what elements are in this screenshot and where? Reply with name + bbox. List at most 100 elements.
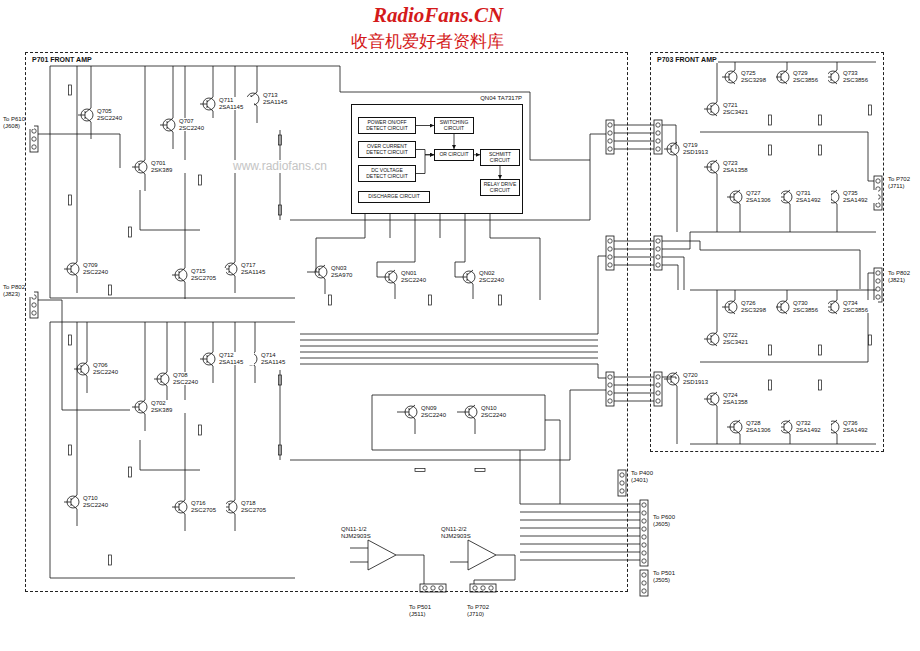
transistor-label: Q701 2SK389 bbox=[150, 160, 186, 173]
transistor-label: Q709 2SC2240 bbox=[82, 262, 118, 275]
wire bbox=[91, 66, 92, 108]
wire bbox=[300, 358, 598, 359]
transistor-label: Q707 2SC2240 bbox=[178, 118, 214, 131]
signal-arrow bbox=[416, 125, 434, 126]
transistor-symbol bbox=[722, 300, 737, 314]
wire bbox=[396, 555, 424, 584]
wire bbox=[662, 241, 860, 289]
resistor-symbol bbox=[769, 115, 772, 125]
wire bbox=[290, 134, 606, 220]
site-title: RadioFans.CN bbox=[372, 4, 504, 27]
transistor-label: QN09 2SC2240 bbox=[420, 405, 456, 418]
transistor-symbol bbox=[402, 405, 417, 419]
resistor-symbol bbox=[769, 145, 772, 155]
wire bbox=[662, 232, 690, 249]
wire bbox=[837, 204, 838, 232]
transistor-symbol bbox=[312, 265, 327, 279]
wire bbox=[614, 249, 654, 250]
transistor-symbol bbox=[462, 405, 477, 419]
wire bbox=[140, 440, 200, 470]
wire bbox=[490, 214, 491, 238]
resistor-symbol bbox=[109, 285, 112, 295]
wire bbox=[614, 149, 654, 150]
wire bbox=[300, 340, 598, 341]
transistor-symbol bbox=[200, 97, 215, 111]
wire bbox=[837, 62, 838, 70]
transistor-symbol bbox=[774, 300, 789, 314]
wire bbox=[700, 273, 874, 362]
transistor-label: Q710 2SC2240 bbox=[82, 495, 118, 508]
wire bbox=[415, 419, 416, 434]
transistor-symbol bbox=[727, 190, 742, 204]
connector-header bbox=[606, 236, 614, 270]
signal-arrow bbox=[454, 134, 455, 149]
transistor-label: QN01 2SC2240 bbox=[400, 270, 436, 283]
circuit-block: POWER ON/OFF DETECT CIRCUIT bbox=[358, 117, 416, 134]
resistor-symbol bbox=[129, 227, 132, 237]
transistor-symbol bbox=[727, 420, 742, 434]
wire bbox=[450, 562, 468, 563]
wire bbox=[87, 376, 88, 393]
transistor-label: Q733 2SC3856 bbox=[842, 70, 878, 83]
wire bbox=[690, 290, 876, 291]
wire bbox=[173, 132, 174, 149]
wire bbox=[290, 390, 606, 460]
transistor-symbol bbox=[78, 108, 93, 122]
transistor-label: Q728 2SA1306 bbox=[745, 420, 781, 433]
wire bbox=[280, 130, 281, 220]
transistor-label: Q717 2SA1145 bbox=[240, 262, 276, 275]
resistor-symbol bbox=[819, 145, 822, 155]
transistor-label: Q718 2SC2705 bbox=[240, 500, 276, 513]
connector-header bbox=[640, 500, 648, 566]
wire bbox=[50, 66, 51, 298]
transistor-symbol bbox=[704, 392, 719, 406]
wire bbox=[614, 141, 654, 142]
transistor-label: Q732 2SA1492 bbox=[795, 420, 831, 433]
block-label: DC VOLTAGE DETECT CIRCUIT bbox=[361, 168, 413, 179]
wire bbox=[614, 377, 654, 378]
circuit-block: DC VOLTAGE DETECT CIRCUIT bbox=[358, 165, 416, 182]
wire bbox=[50, 322, 295, 323]
board-region: P701 FRONT AMPQN04 TA7317PPOWER ON/OFF D… bbox=[25, 52, 628, 592]
wire bbox=[213, 366, 214, 383]
wire bbox=[77, 66, 78, 262]
resistor-symbol bbox=[819, 345, 822, 355]
wire bbox=[235, 322, 236, 500]
wire bbox=[690, 62, 876, 63]
circuit-frame bbox=[372, 395, 545, 450]
transistor-label: Q723 2SA1358 bbox=[722, 160, 758, 173]
transistor-label: Q735 2SA1492 bbox=[842, 190, 878, 203]
wire bbox=[520, 450, 521, 504]
wire bbox=[415, 214, 416, 238]
transistor-symbol bbox=[172, 500, 187, 514]
resistor-symbol bbox=[819, 115, 822, 125]
transistor-symbol bbox=[664, 142, 679, 156]
wire bbox=[717, 406, 718, 444]
wire bbox=[350, 548, 368, 549]
transistor-symbol bbox=[460, 270, 475, 284]
connector-header bbox=[420, 584, 446, 592]
wire bbox=[50, 322, 51, 578]
wire bbox=[614, 125, 654, 126]
transistor-label: Q722 2SC3421 bbox=[722, 332, 758, 345]
transistor-label: Q719 2SD1913 bbox=[682, 142, 718, 155]
wire bbox=[740, 204, 741, 232]
wire bbox=[662, 265, 678, 290]
wire bbox=[145, 174, 146, 191]
connector-label: To P501 (J511) bbox=[408, 604, 440, 617]
wire bbox=[173, 66, 174, 118]
wire bbox=[473, 284, 474, 299]
wire bbox=[300, 352, 598, 353]
wire bbox=[77, 276, 78, 293]
transistor-label: Q711 2SA1145 bbox=[218, 97, 254, 110]
site-subtitle: 收音机爱好者资料库 bbox=[350, 32, 505, 51]
wire bbox=[545, 420, 560, 504]
resistor-symbol bbox=[69, 445, 72, 455]
resistor-symbol bbox=[199, 425, 202, 435]
wire bbox=[474, 555, 515, 584]
circuit-block: SWITCHING CIRCUIT bbox=[434, 117, 474, 134]
transistor-label: Q729 2SC3856 bbox=[792, 70, 828, 83]
wire bbox=[145, 414, 146, 431]
